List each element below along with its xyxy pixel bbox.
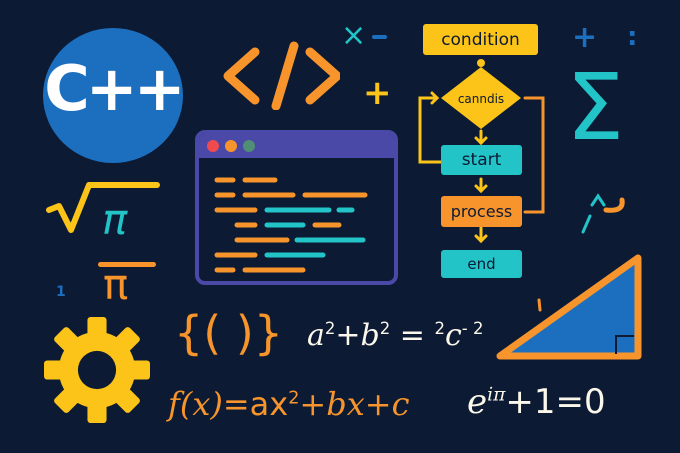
flowchart-end-box: end — [441, 250, 522, 278]
close-dot-icon[interactable] — [207, 140, 219, 152]
minus-symbol — [372, 35, 387, 39]
colon-symbol: : — [627, 22, 638, 52]
plus-symbol-yellow: + — [363, 73, 392, 113]
maximize-dot-icon[interactable] — [243, 140, 255, 152]
code-tag-icon — [223, 41, 340, 110]
condition-label: condition — [441, 29, 520, 50]
quadratic-equation: f(x)=ax2+bx+c — [168, 385, 410, 423]
one-blue: 1 — [56, 284, 66, 300]
gear-icon — [44, 317, 150, 423]
decorative-strokes — [581, 193, 625, 234]
minimize-dot-icon[interactable] — [225, 140, 237, 152]
plus-symbol-blue: + — [572, 20, 598, 55]
process-label: process — [450, 202, 513, 221]
flowchart-start-box: start — [441, 145, 522, 175]
editor-titlebar — [199, 134, 394, 158]
cpp-logo: C++ — [43, 28, 186, 163]
start-label: start — [461, 150, 502, 170]
flowchart-condition-box: condition — [423, 24, 538, 55]
cpp-logo-text: C++ — [44, 52, 185, 125]
pi-overline — [98, 262, 156, 267]
times-symbol: × — [341, 18, 367, 53]
code-lines — [214, 177, 368, 273]
sigma-symbol: Σ — [566, 54, 625, 161]
end-label: end — [467, 255, 496, 273]
right-triangle — [496, 254, 642, 360]
pythagoras-equation: a2+b2 = 2c- 2 — [307, 318, 484, 353]
flowchart-connectors — [418, 59, 545, 244]
pi-orange: π — [103, 260, 129, 309]
decision-label: canndis — [457, 92, 505, 106]
braces-symbol: {( )} — [174, 306, 284, 360]
euler-identity: eiπ+1=0 — [467, 382, 606, 422]
flowchart-process-box: process — [441, 196, 522, 227]
sqrt-symbol — [46, 182, 160, 233]
pi-teal: π — [102, 195, 128, 244]
code-editor-window — [195, 130, 398, 285]
